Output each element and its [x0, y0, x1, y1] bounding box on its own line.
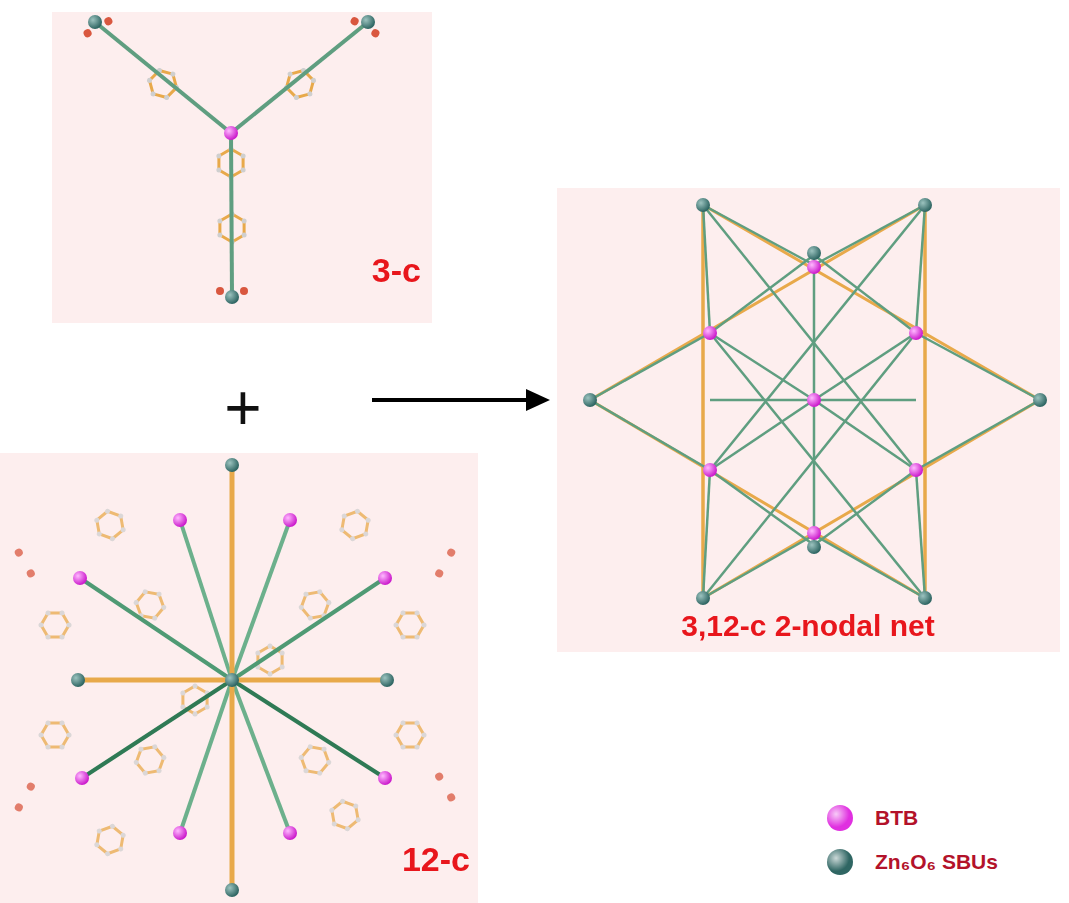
legend-sphere: [827, 849, 853, 875]
legend-sphere: [827, 805, 853, 831]
panel-box: 3,12-c 2-nodal net: [557, 188, 1060, 652]
legend-row: BTB: [827, 805, 918, 831]
panel-box: 3-c: [52, 12, 432, 323]
legend-row: Zn₆O₆ SBUs: [827, 849, 998, 875]
legend-text: BTB: [875, 806, 918, 830]
legend-text: Zn₆O₆ SBUs: [875, 850, 998, 874]
plus-sign: +: [224, 376, 261, 440]
panel-box: 12-c: [0, 453, 478, 903]
panel-title: 3,12-c 2-nodal net: [681, 609, 934, 642]
panel-title: 12-c: [402, 841, 470, 878]
panel-title: 3-c: [372, 252, 421, 289]
